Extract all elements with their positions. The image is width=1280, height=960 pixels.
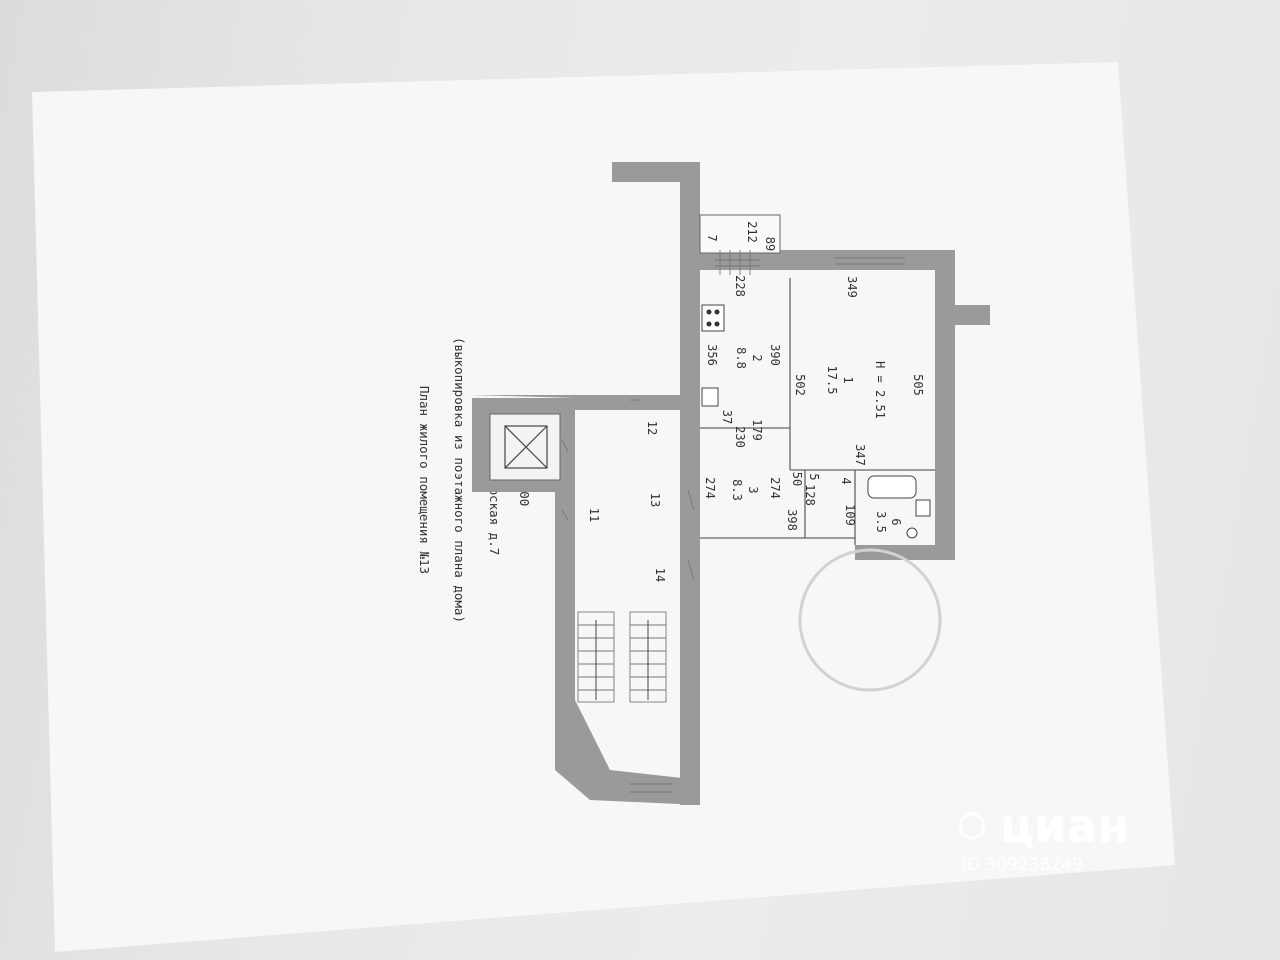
area-14: 14 xyxy=(653,568,667,582)
room-1-number: 1 xyxy=(841,376,855,383)
dim-230: 230 xyxy=(733,426,747,448)
dim-398: 398 xyxy=(785,509,799,531)
dim-5: 5 xyxy=(807,473,821,480)
plan-subtitle: (выкопировка из поэтажного плана дома) xyxy=(452,337,467,623)
dim-390: 390 xyxy=(768,344,782,366)
watermark-id: ID 309238249 xyxy=(962,855,1083,875)
area-13: 13 xyxy=(648,493,662,507)
dim-4: 4 xyxy=(839,477,853,484)
dim-228: 228 xyxy=(733,275,747,297)
dim-89: 89 xyxy=(763,237,777,251)
plan-title: План жилого помещения №13 xyxy=(417,386,432,574)
dim-347: 347 xyxy=(853,444,867,466)
floor-plan xyxy=(472,162,990,805)
paper xyxy=(32,62,1175,952)
dim-349: 349 xyxy=(845,276,859,298)
room-2-area: 8.8 xyxy=(734,347,748,369)
room-2-number: 2 xyxy=(750,354,764,361)
dim-212: 212 xyxy=(745,221,759,243)
room-6-number: 6 xyxy=(889,518,903,525)
watermark-brand: циан xyxy=(1000,799,1129,853)
dim-274-b: 274 xyxy=(768,477,782,499)
room-3-number: 3 xyxy=(746,486,760,493)
area-11: 11 xyxy=(587,508,601,522)
room-7-number: 7 xyxy=(705,234,719,241)
dim-502: 502 xyxy=(793,374,807,396)
room-3-area: 8.3 xyxy=(730,479,744,501)
stairs xyxy=(577,611,667,703)
room-6-area: 3.5 xyxy=(874,511,888,533)
watermark-logo-icon xyxy=(958,812,986,840)
dim-37: 37 xyxy=(720,410,734,424)
dim-109: 109 xyxy=(843,504,857,526)
watermark: циан ID 309238249 xyxy=(958,799,1129,875)
room-1-height: Н = 2.51 xyxy=(873,361,887,419)
area-12: 12 xyxy=(645,421,659,435)
plan-labels: 1 17.5 Н = 2.51 2 8.8 3 8.3 6 3.5 7 11 1… xyxy=(587,221,925,582)
dim-274-a: 274 xyxy=(703,477,717,499)
room-1-area: 17.5 xyxy=(825,366,839,395)
dim-128: 128 xyxy=(803,484,817,506)
dim-50: 50 xyxy=(790,472,804,486)
dim-505: 505 xyxy=(911,374,925,396)
dim-179: 179 xyxy=(750,419,764,441)
dim-356: 356 xyxy=(705,344,719,366)
